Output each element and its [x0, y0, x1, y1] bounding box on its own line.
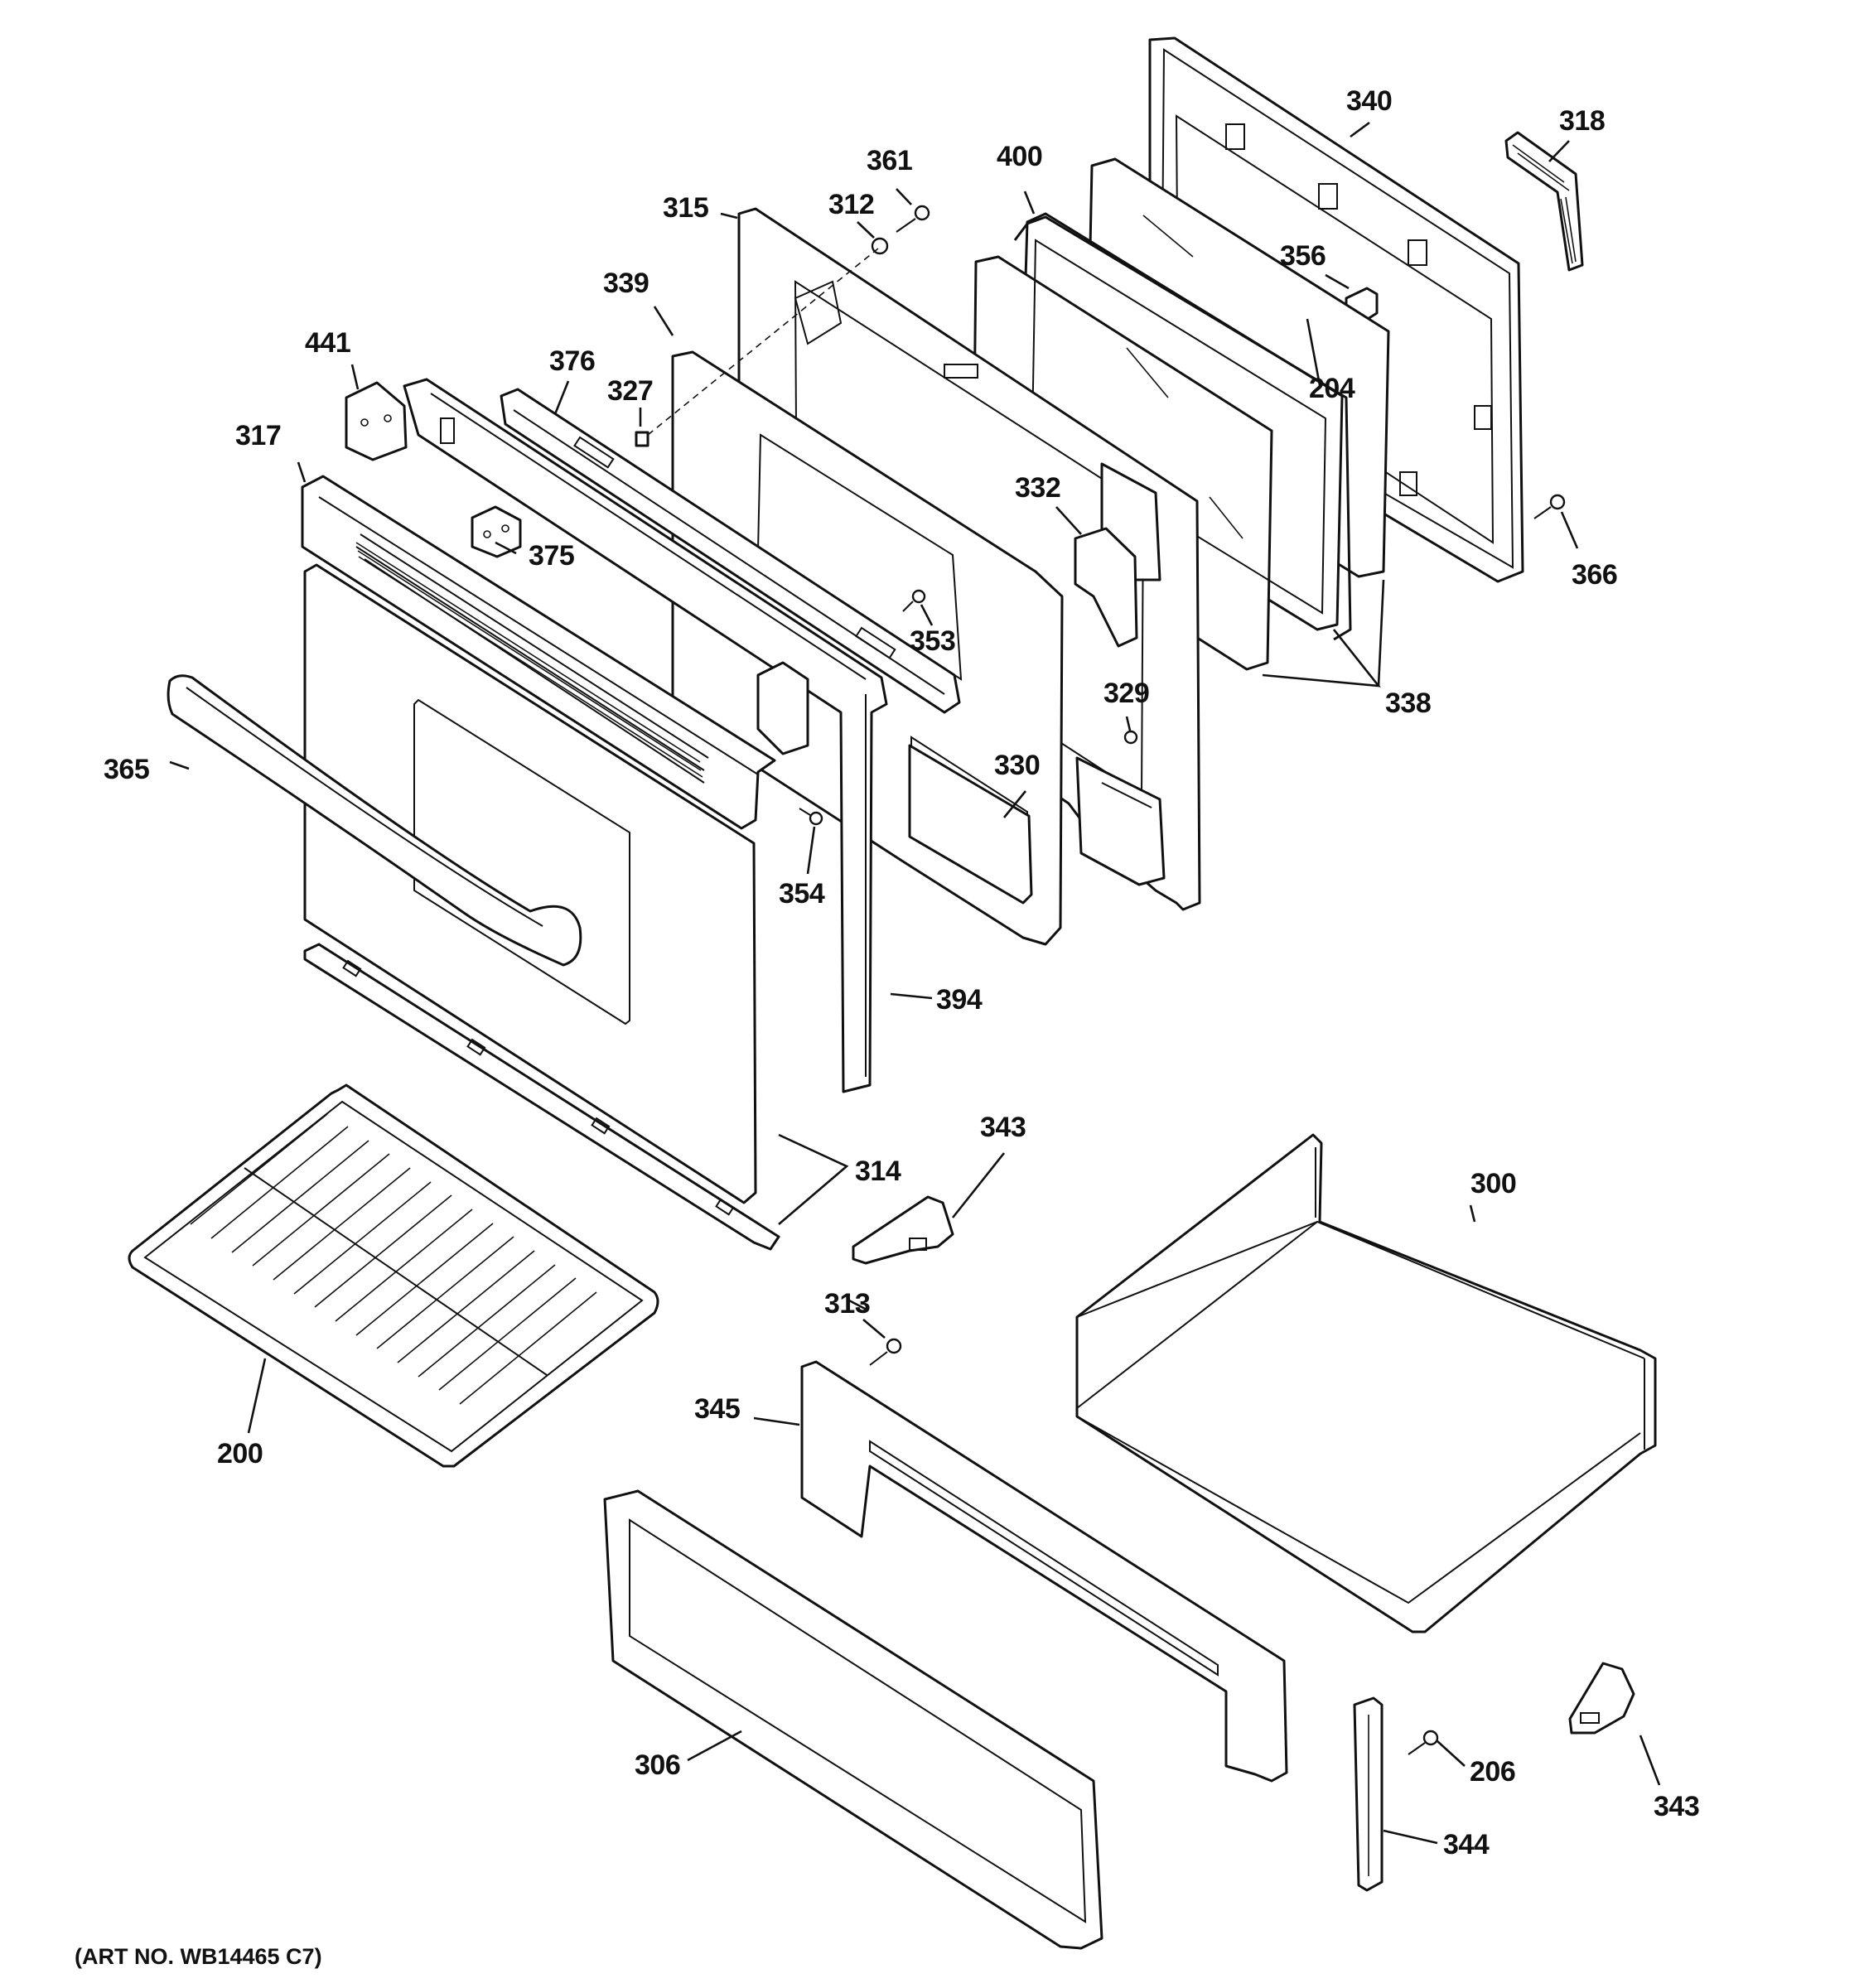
label-204: 204 [1309, 373, 1355, 404]
part-400-door-liner [1013, 215, 1352, 641]
label-332: 332 [1015, 472, 1060, 504]
part-labels: 340 318 400 361 312 315 356 339 204 441 … [75, 85, 1700, 1969]
label-318: 318 [1559, 105, 1605, 137]
part-375-bracket [471, 505, 522, 558]
label-344: 344 [1443, 1829, 1490, 1860]
label-315: 315 [663, 192, 708, 224]
label-314: 314 [855, 1156, 901, 1187]
label-339: 339 [603, 268, 649, 299]
part-306-drawer-front [603, 1489, 1103, 1950]
part-345-drawer-inner-panel [800, 1360, 1288, 1783]
part-330-seal [908, 744, 1033, 905]
label-376: 376 [549, 345, 595, 377]
label-329: 329 [1103, 678, 1149, 709]
part-441-hinge-bracket [345, 381, 408, 461]
part-361-screw [896, 205, 930, 233]
part-200-oven-rack [128, 1083, 659, 1468]
part-366-screw [1533, 494, 1566, 519]
label-327: 327 [607, 375, 653, 407]
leader-lines [169, 121, 1661, 1845]
label-394: 394 [936, 984, 983, 1016]
label-343b: 343 [1654, 1791, 1699, 1822]
part-206-screw [1408, 1730, 1439, 1755]
art-number: (ART NO. WB14465 C7) [75, 1944, 322, 1969]
part-343-drawer-glide-right [1568, 1662, 1635, 1735]
label-356: 356 [1280, 240, 1326, 272]
label-317: 317 [235, 420, 281, 451]
label-313: 313 [824, 1288, 870, 1320]
label-365: 365 [104, 754, 149, 785]
part-317-outer-door [301, 475, 776, 1204]
label-340: 340 [1346, 85, 1392, 117]
label-200: 200 [217, 1438, 263, 1469]
label-345: 345 [694, 1393, 740, 1425]
part-343-drawer-glide-left [852, 1195, 954, 1265]
part-354-screw [799, 808, 823, 826]
label-353: 353 [910, 625, 955, 657]
part-344-slide-bracket [1353, 1696, 1384, 1892]
part-394-side-trim [403, 378, 888, 1093]
part-329-screw [1123, 730, 1138, 745]
label-300: 300 [1470, 1168, 1516, 1199]
part-300-drawer-box [1075, 1133, 1657, 1633]
part-313-screw [869, 1338, 902, 1366]
part-332-hinge [1074, 527, 1138, 648]
part-314-bottom-trim [303, 943, 780, 1251]
assembly-dashed-line [647, 248, 879, 436]
part-376-top-trim [500, 388, 961, 714]
part-327-clip [635, 431, 650, 447]
label-330: 330 [994, 750, 1040, 781]
label-338: 338 [1385, 688, 1431, 719]
label-366: 366 [1572, 559, 1617, 591]
label-441: 441 [305, 327, 350, 359]
part-318-vent-strip [1504, 131, 1584, 272]
label-343a: 343 [980, 1112, 1026, 1143]
part-lower-hinge-bracket [756, 661, 809, 755]
part-365-handle [167, 674, 582, 967]
label-354: 354 [779, 878, 825, 910]
label-361: 361 [867, 145, 912, 176]
label-206: 206 [1470, 1756, 1515, 1788]
label-306: 306 [635, 1749, 680, 1781]
part-353-screw [902, 589, 926, 612]
label-400: 400 [997, 141, 1042, 172]
label-375: 375 [529, 540, 574, 572]
label-312: 312 [828, 189, 874, 220]
